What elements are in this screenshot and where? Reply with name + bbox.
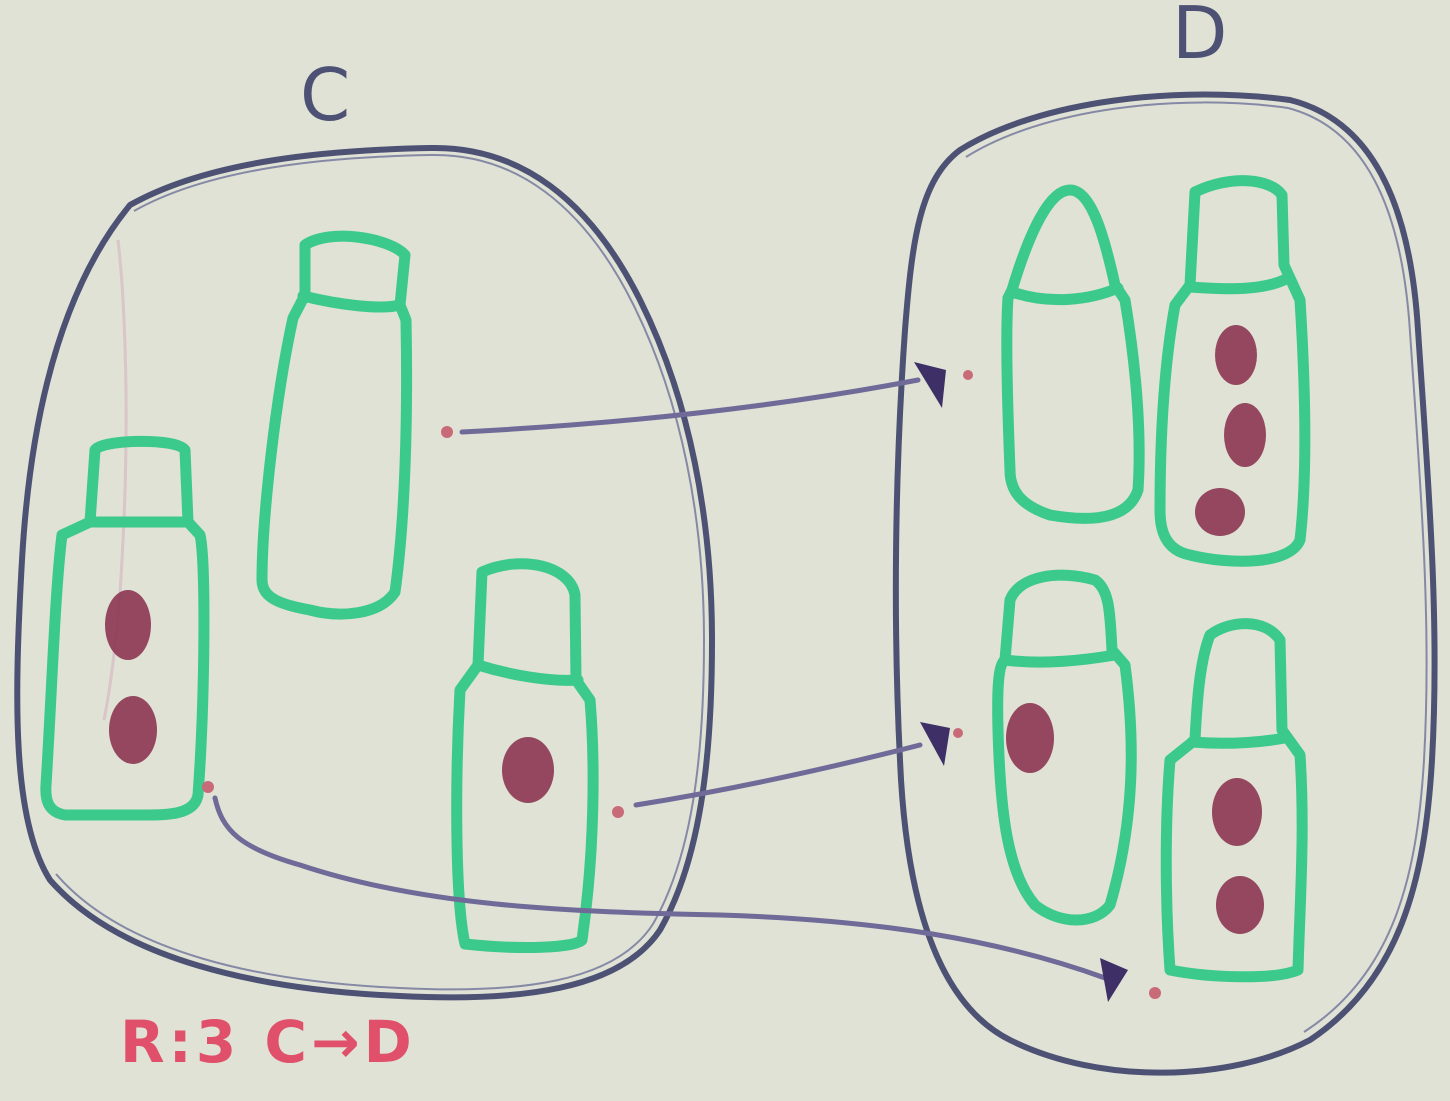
- arrow-3-end-dot: [1149, 987, 1161, 999]
- bottle-d2-neck-line: [1184, 274, 1290, 295]
- bottle-d1-outline: [1001, 184, 1145, 524]
- arrow-3-head: [1100, 958, 1128, 1002]
- arrow-2-end-dot: [953, 728, 963, 738]
- bottle-c2-outline: [256, 230, 413, 620]
- set-c-label: C: [300, 53, 350, 137]
- bottle-d4-dot-2: [1216, 876, 1264, 934]
- bottle-d4-neck-line: [1186, 732, 1291, 749]
- bottle-c3-outline: [451, 558, 599, 953]
- set-c: C: [14, 53, 715, 1001]
- bottle-d3-dot-1: [1006, 703, 1054, 773]
- bottle-c3-neck-line: [472, 659, 584, 686]
- bottle-c1-dot-1: [105, 590, 151, 660]
- bottle-c1: [40, 435, 210, 821]
- arrow-3-line: [212, 795, 1108, 981]
- bottle-d3-outline: [992, 569, 1137, 926]
- arrow-1-end-dot: [963, 370, 973, 380]
- bottle-d2: [1154, 175, 1311, 567]
- bottle-d3: [992, 569, 1137, 926]
- bottle-d2-dot-1: [1215, 325, 1257, 385]
- bottle-c2: [256, 230, 413, 620]
- set-d-outline-inner: [965, 101, 1428, 1033]
- relation-caption: R:3 C→D: [120, 1008, 416, 1076]
- bottle-d4-dot-1: [1212, 778, 1262, 846]
- bottle-d2-outline: [1154, 175, 1311, 567]
- set-d-outline: [892, 91, 1438, 1076]
- set-d-label: D: [1172, 0, 1227, 75]
- arrow-2-start-dot: [612, 806, 624, 818]
- bottle-d3-neck-line: [999, 649, 1121, 668]
- bottle-d4: [1160, 618, 1308, 983]
- arrow-2-line: [633, 742, 923, 808]
- bottle-c3-dot-1: [502, 737, 554, 803]
- bottle-c1-dot-2: [109, 696, 157, 764]
- bottle-d1: [1001, 184, 1145, 524]
- arrow-1-head: [914, 362, 946, 408]
- arrow-2-head: [920, 722, 950, 766]
- arrow-1-start-dot: [441, 426, 453, 438]
- set-c-outline: [14, 144, 715, 1001]
- arrow-1-line: [459, 377, 921, 435]
- relation-arrows: [202, 362, 1161, 1002]
- bottle-c3: [451, 558, 599, 953]
- set-c-outline-inner: [55, 153, 706, 991]
- bottle-d1-neck-line: [1006, 282, 1124, 306]
- arrow-3-start-dot: [202, 781, 214, 793]
- bottle-d2-dot-2: [1224, 403, 1266, 467]
- bottle-d2-dot-3: [1195, 488, 1245, 536]
- bottle-c1-outline: [40, 435, 210, 821]
- bottle-c2-neck-line: [297, 290, 406, 313]
- set-d: D: [892, 0, 1438, 1076]
